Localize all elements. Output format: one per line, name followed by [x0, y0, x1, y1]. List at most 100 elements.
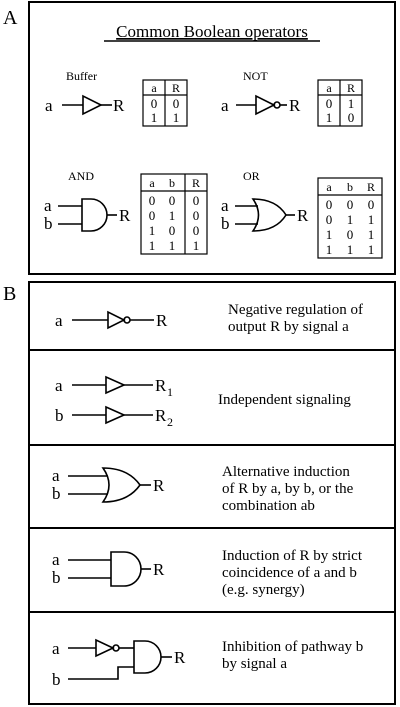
svg-text:R: R — [156, 311, 168, 330]
svg-text:0: 0 — [151, 96, 158, 111]
svg-text:a: a — [52, 550, 60, 569]
svg-text:0: 0 — [169, 223, 176, 238]
not-input-a: a — [221, 96, 229, 115]
panel-a-box — [28, 1, 396, 275]
svg-text:1: 1 — [368, 212, 375, 227]
svg-text:1: 1 — [326, 110, 333, 125]
svg-text:R: R — [347, 81, 355, 95]
svg-text:combination ab: combination ab — [222, 498, 315, 514]
not-triangle-icon — [107, 310, 126, 330]
svg-text:1: 1 — [149, 223, 156, 238]
buffer-input-a: a — [45, 96, 53, 115]
buffer-triangle-icon — [105, 405, 126, 425]
svg-text:R: R — [172, 81, 180, 95]
b-row-independent-signaling: a R 1 b R 2 Independent signaling — [55, 375, 351, 429]
svg-text:Independent signaling: Independent signaling — [218, 392, 351, 408]
not-output-r: R — [289, 96, 301, 115]
svg-text:b: b — [55, 406, 64, 425]
svg-text:b: b — [169, 176, 175, 190]
svg-text:1: 1 — [347, 212, 354, 227]
svg-text:0: 0 — [149, 208, 156, 223]
or-output-r: R — [297, 206, 309, 225]
svg-text:0: 0 — [169, 193, 176, 208]
and-truth-table: a b R 0 0 0 0 1 0 1 0 0 1 1 1 — [140, 173, 208, 255]
svg-text:a: a — [55, 376, 63, 395]
svg-text:1: 1 — [347, 242, 354, 257]
svg-text:0: 0 — [173, 96, 180, 111]
and-gate-icon — [81, 198, 108, 232]
svg-text:R: R — [153, 476, 165, 495]
and-input-b: b — [44, 214, 53, 233]
svg-text:b: b — [347, 180, 353, 194]
svg-text:R: R — [174, 648, 186, 667]
svg-text:b: b — [52, 670, 61, 689]
and-output-r: R — [119, 206, 131, 225]
svg-text:1: 1 — [326, 227, 333, 242]
svg-text:0: 0 — [193, 223, 200, 238]
b-row-negative-regulation: a R Negative regulation of output R by s… — [55, 302, 363, 335]
svg-text:R: R — [155, 376, 167, 395]
svg-text:a: a — [326, 180, 332, 194]
svg-text:1: 1 — [193, 238, 200, 253]
svg-text:a: a — [52, 639, 60, 658]
svg-text:0: 0 — [326, 212, 333, 227]
svg-text:1: 1 — [368, 227, 375, 242]
svg-text:1: 1 — [169, 238, 176, 253]
svg-text:Induction of R by strict: Induction of R by strict — [222, 548, 363, 564]
svg-text:b: b — [52, 568, 61, 587]
svg-text:1: 1 — [368, 242, 375, 257]
svg-text:b: b — [52, 484, 61, 503]
svg-text:1: 1 — [326, 242, 333, 257]
panel-a-label: A — [3, 7, 18, 29]
svg-text:a: a — [326, 81, 332, 95]
or-gate-icon — [101, 467, 141, 503]
panel-a-title: Common Boolean operators — [116, 22, 308, 41]
not-label: NOT — [243, 69, 268, 83]
svg-text:R: R — [192, 176, 200, 190]
buffer-output-r: R — [113, 96, 125, 115]
svg-text:R: R — [155, 406, 167, 425]
not-triangle-icon — [95, 638, 115, 658]
buffer-gate: a R — [45, 94, 125, 116]
or-gate: a b R — [221, 196, 309, 233]
or-label: OR — [243, 169, 260, 183]
svg-text:1: 1 — [149, 238, 156, 253]
buffer-truth-table: a R 0 0 1 1 — [142, 79, 188, 127]
b-row-alternative-induction: a b R Alternative induction of R by a, b… — [52, 464, 354, 514]
svg-text:0: 0 — [347, 197, 354, 212]
svg-text:1: 1 — [173, 110, 180, 125]
svg-text:1: 1 — [348, 96, 355, 111]
svg-text:0: 0 — [347, 227, 354, 242]
or-truth-table: a b R 0 0 0 0 1 1 1 0 1 1 1 1 — [317, 177, 383, 259]
svg-text:(e.g. synergy): (e.g. synergy) — [222, 582, 305, 598]
svg-text:R: R — [153, 560, 165, 579]
buffer-triangle-icon — [105, 375, 126, 395]
svg-text:by signal a: by signal a — [222, 656, 287, 672]
svg-text:0: 0 — [149, 193, 156, 208]
not-truth-table: a R 0 1 1 0 — [317, 79, 363, 127]
svg-text:0: 0 — [193, 208, 200, 223]
and-gate: a b R — [44, 196, 131, 233]
svg-text:a: a — [149, 176, 155, 190]
svg-text:Inhibition of pathway b: Inhibition of pathway b — [222, 639, 363, 655]
svg-text:0: 0 — [193, 193, 200, 208]
svg-text:Negative regulation of: Negative regulation of — [228, 302, 363, 318]
and-gate-icon — [133, 640, 162, 674]
svg-text:1: 1 — [151, 110, 158, 125]
svg-text:1: 1 — [167, 385, 173, 399]
b-row-strict-coincidence: a b R Induction of R by strict coinciden… — [52, 548, 363, 598]
svg-text:0: 0 — [348, 110, 355, 125]
svg-text:output R by signal a: output R by signal a — [228, 319, 349, 335]
b-row-inhibition: a b R Inhibition of pathway b by signal … — [52, 638, 363, 689]
svg-text:0: 0 — [326, 96, 333, 111]
svg-text:coincidence of a and b: coincidence of a and b — [222, 565, 357, 581]
or-gate-icon — [251, 198, 287, 232]
and-label: AND — [68, 169, 94, 183]
svg-text:R: R — [367, 180, 375, 194]
buffer-triangle-icon — [82, 94, 103, 116]
svg-text:a: a — [52, 466, 60, 485]
and-input-a: a — [44, 196, 52, 215]
svg-text:of R by a, by b, or the: of R by a, by b, or the — [222, 481, 354, 497]
panel-b-box — [28, 281, 396, 705]
